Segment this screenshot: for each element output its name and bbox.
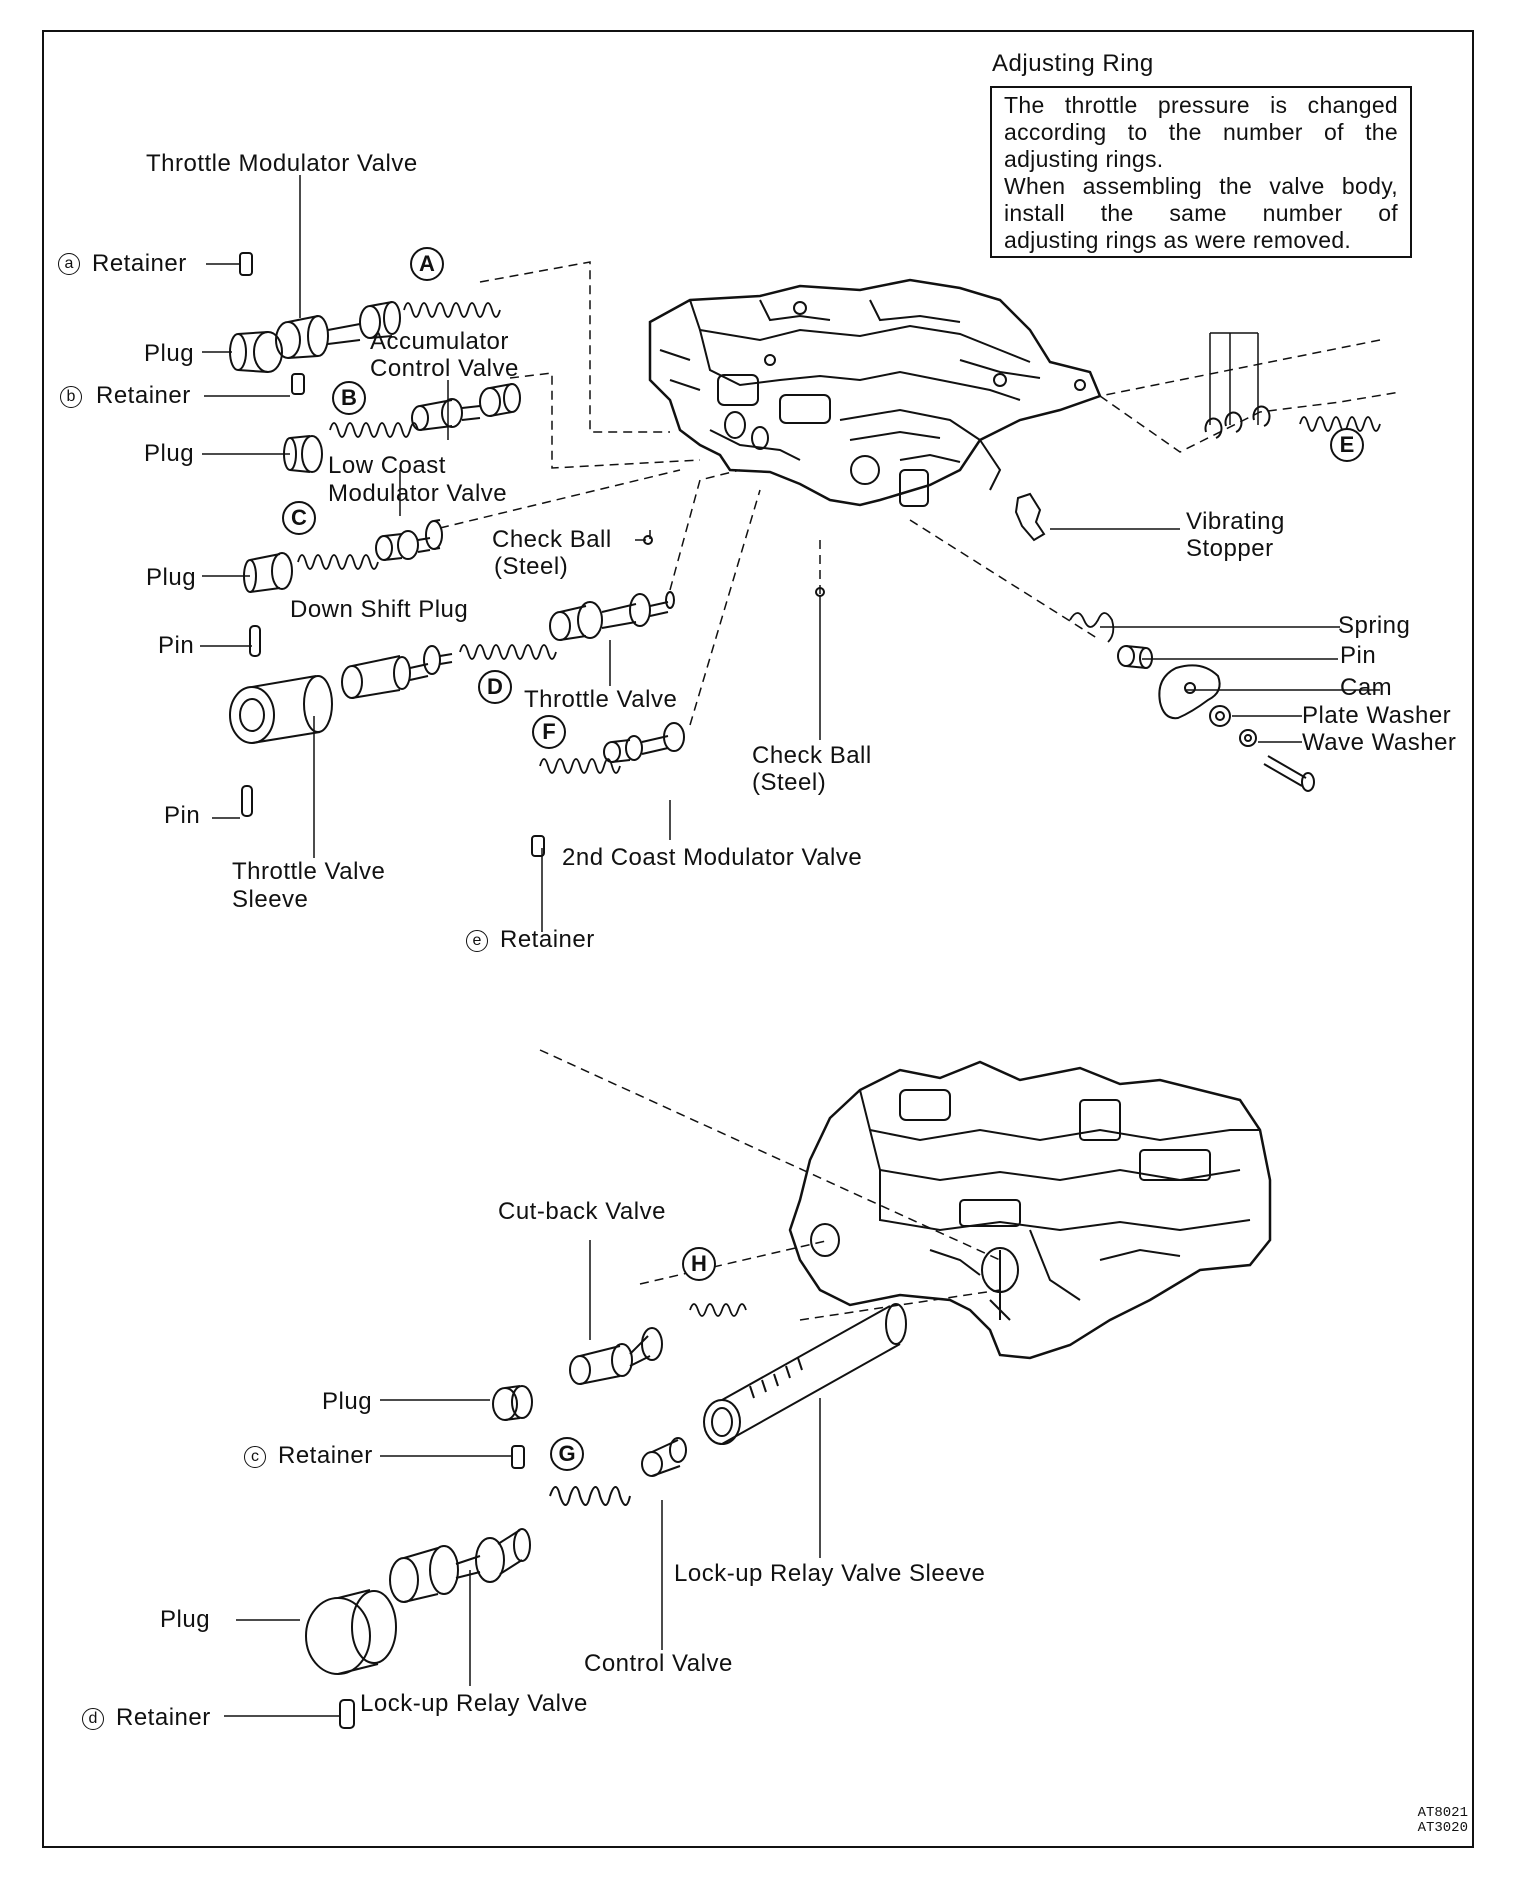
label-2nd-coast-modulator-valve: 2nd Coast Modulator Valve [562,844,863,871]
label-spring: Spring [1338,612,1411,639]
label-low-coast-modulator-valve-2: Modulator Valve [328,480,508,507]
label-plug-1: Plug [144,340,195,367]
label-pin-2: Pin [164,802,201,829]
retainer-letter-e: e [466,930,488,952]
label-retainer-b: Retainer [96,382,191,409]
note-line: install the same number of [1004,200,1398,226]
adjusting-ring-note: The throttle pressure is changed accordi… [990,86,1412,258]
spring-letter-e: E [1330,428,1364,462]
upper-valve-body [648,278,1102,507]
label-plug-lower-2: Plug [160,1606,211,1633]
label-check-ball-1-line2: (Steel) [494,553,569,580]
label-retainer-e: Retainer [500,926,595,953]
upper-parts [229,252,1381,857]
note-line: adjusting rings. [1004,146,1164,172]
retainer-letter-a: a [58,253,80,275]
label-throttle-valve-sleeve-1: Throttle Valve [232,858,386,885]
label-retainer-c: Retainer [278,1442,373,1469]
label-lock-up-relay-valve: Lock-up Relay Valve [360,1690,588,1717]
label-retainer-d: Retainer [116,1704,211,1731]
note-line: adjusting rings as were removed. [1004,227,1352,253]
spring-letter-h: H [682,1247,716,1281]
label-retainer-a: Retainer [92,250,187,277]
note-line: according to the number of the [1004,119,1398,145]
label-check-ball-2-line2: (Steel) [752,769,827,796]
spring-letter-g: G [550,1437,584,1471]
label-accumulator-control-valve-1: Accumulator [370,328,509,355]
label-check-ball-2-line1: Check Ball [752,742,872,769]
label-vibrating-stopper-1: Vibrating [1186,508,1285,535]
label-down-shift-plug: Down Shift Plug [290,596,469,623]
label-throttle-modulator-valve: Throttle Modulator Valve [146,150,418,177]
lower-parts [305,1303,907,1729]
leader-lines [200,175,1380,1717]
label-throttle-valve-sleeve-2: Sleeve [232,886,309,913]
figure-code-2: AT3020 [1417,1820,1468,1836]
label-throttle-valve: Throttle Valve [524,686,678,713]
retainer-letter-d: d [82,1708,104,1730]
label-plug-3: Plug [146,564,197,591]
spring-letter-a: A [410,247,444,281]
label-lock-up-relay-valve-sleeve: Lock-up Relay Valve Sleeve [674,1560,986,1587]
label-cam: Cam [1340,674,1393,701]
note-line: The throttle pressure is changed [1004,92,1398,118]
alignment-lines [439,261,1401,1321]
spring-letter-f: F [532,715,566,749]
spring-letter-d: D [478,670,512,704]
retainer-letter-c: c [244,1446,266,1468]
label-vibrating-stopper-2: Stopper [1186,535,1274,562]
lower-valve-body [788,1060,1272,1360]
figure-frame [42,30,1474,1848]
label-low-coast-modulator-valve-1: Low Coast [328,452,446,479]
label-wave-washer: Wave Washer [1302,729,1457,756]
label-plug-2: Plug [144,440,195,467]
label-cut-back-valve: Cut-back Valve [498,1198,666,1225]
spring-letter-b: B [332,381,366,415]
label-plate-washer: Plate Washer [1302,702,1452,729]
figure-code-1: AT8021 [1417,1805,1468,1821]
label-accumulator-control-valve-2: Control Valve [370,355,519,382]
retainer-letter-b: b [60,386,82,408]
label-check-ball-1-line1: Check Ball [492,526,612,553]
label-control-valve: Control Valve [584,1650,733,1677]
label-pin-cam: Pin [1340,642,1377,669]
label-plug-lower-1: Plug [322,1388,373,1415]
label-pin-1: Pin [158,632,195,659]
adjusting-ring-title: Adjusting Ring [992,50,1154,77]
spring-letter-c: C [282,501,316,535]
note-line: When assembling the valve body, [1004,173,1398,199]
